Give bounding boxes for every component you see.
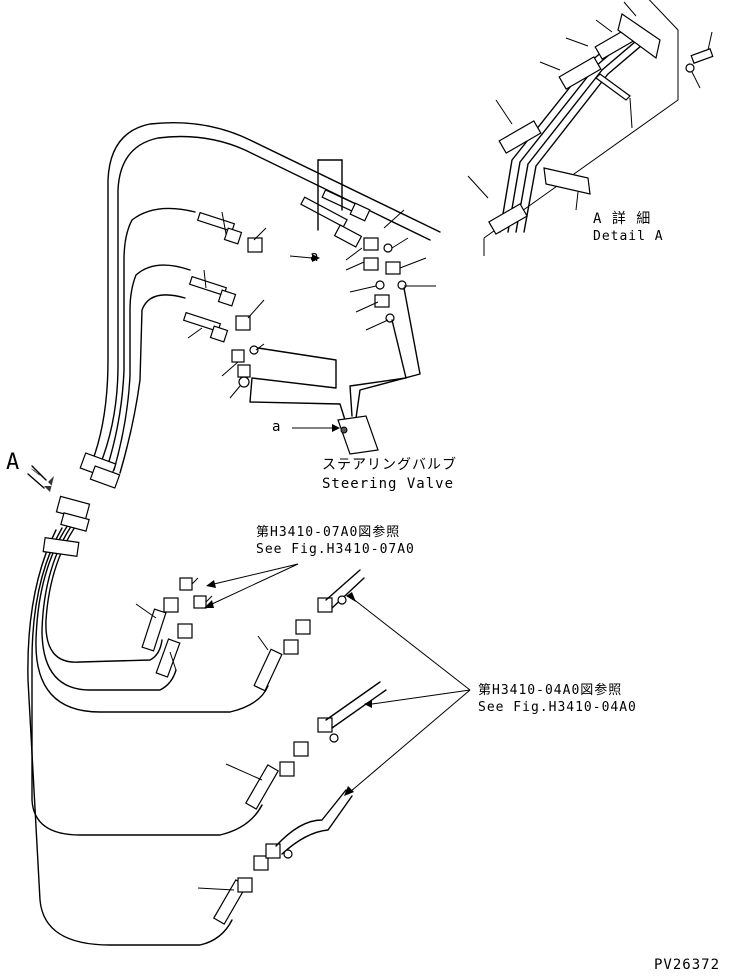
upper-fittings xyxy=(182,189,407,388)
steering-valve xyxy=(337,415,379,455)
steering-valve-label-en: Steering Valve xyxy=(322,476,455,492)
leader-lines-upper xyxy=(187,209,436,432)
reference-note-04A0: 第H3410-04A0図参照 See Fig.H3410-04A0 xyxy=(478,682,637,716)
detail-title-en: Detail A xyxy=(593,229,664,244)
view-arrow-A xyxy=(27,465,54,492)
leader-lines-lower xyxy=(135,563,471,891)
hose-bundle xyxy=(91,122,441,474)
view-marker-label: A xyxy=(6,450,20,475)
detail-title-jp: A 詳 細 xyxy=(593,211,652,227)
reference-note-04A0-en: See Fig.H3410-04A0 xyxy=(478,700,637,715)
drawing-number: PV26372 xyxy=(654,957,721,973)
bundle-clamps xyxy=(42,452,121,557)
reference-note-04A0-jp: 第H3410-04A0図参照 xyxy=(478,683,623,698)
lower-hoses xyxy=(27,519,269,946)
reference-note-07A0: 第H3410-07A0図参照 See Fig.H3410-07A0 xyxy=(256,524,415,558)
connection-mark-upper: a xyxy=(310,249,320,265)
steering-pipes xyxy=(249,159,421,421)
steering-valve-label-jp: ステアリングバルブ xyxy=(322,457,457,473)
lower-fittings xyxy=(141,569,387,925)
connection-mark-lower: a xyxy=(272,419,282,435)
detail-A xyxy=(467,0,714,256)
reference-note-07A0-jp: 第H3410-07A0図参照 xyxy=(256,525,401,540)
reference-note-07A0-en: See Fig.H3410-07A0 xyxy=(256,542,415,557)
